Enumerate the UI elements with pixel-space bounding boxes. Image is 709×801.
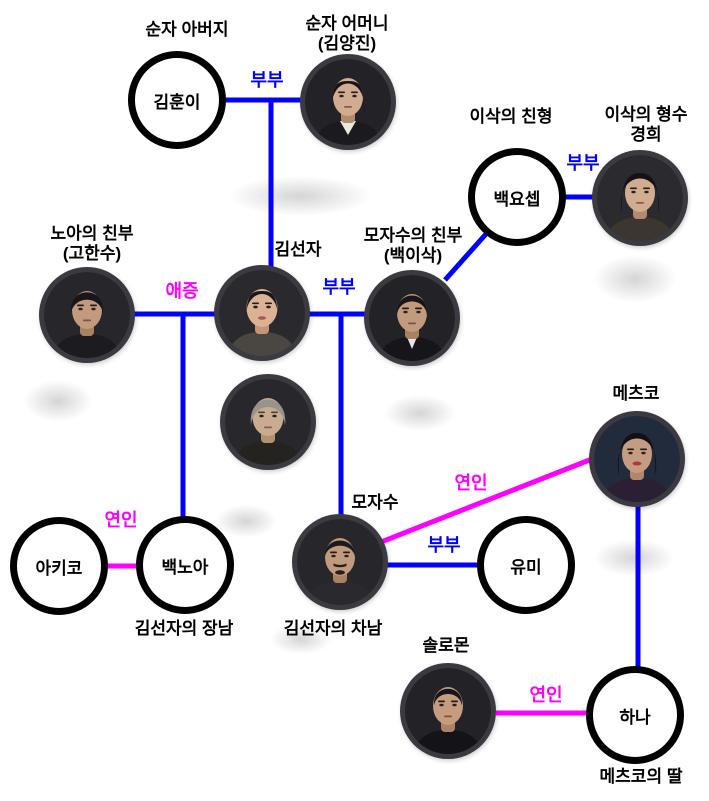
- node-sunja-old: [220, 374, 316, 470]
- caption-sunja-father: 순자 아버지: [145, 20, 229, 39]
- caption-kim-sunja: 김선자: [274, 240, 322, 259]
- caption-isak-brother: 이삭의 친형: [469, 107, 553, 126]
- node-name: 하나: [619, 707, 651, 727]
- node-baek-isak: [364, 270, 460, 366]
- caption-etsuko: 메츠코: [612, 384, 660, 403]
- node-name: 백요셉: [493, 189, 541, 209]
- node-kim-sunja: [214, 265, 310, 361]
- node-solomon: [400, 663, 496, 759]
- node-name: 김훈이: [153, 92, 201, 112]
- node-etsuko: [589, 411, 685, 507]
- kyunghee-portrait: [597, 155, 683, 241]
- node-name: 아키코: [35, 558, 83, 578]
- solomon-portrait: [405, 668, 491, 754]
- label-couple-mozasu: 부부: [427, 535, 461, 555]
- sunja-old-portrait: [225, 379, 311, 465]
- caption-kyunghee: 이삭의 형수 경희: [604, 105, 688, 144]
- isak-portrait: [369, 275, 455, 361]
- label-couple-hoonie: 부부: [250, 70, 284, 90]
- caption-sunja-first-son: 김선자의 장남: [134, 619, 234, 638]
- node-kim-hoonie: 김훈이: [128, 51, 226, 149]
- node-name: 백노아: [161, 557, 209, 577]
- node-name: 유미: [510, 557, 542, 577]
- mozasu-portrait: [297, 519, 383, 605]
- label-lovers-hana: 연인: [529, 685, 563, 705]
- label-lovers-akiko: 연인: [104, 510, 138, 530]
- label-love-hate: 애증: [165, 281, 199, 301]
- edge-mozasu-etsuko: [380, 456, 593, 545]
- node-kim-yangjin: [300, 54, 396, 150]
- node-akiko: 아키코: [10, 517, 108, 615]
- node-baek-noa: 백노아: [136, 516, 234, 614]
- yangjin-portrait: [305, 59, 391, 145]
- label-couple-sunja: 부부: [322, 277, 356, 297]
- node-baek-yoseb: 백요셉: [468, 148, 566, 246]
- hansu-portrait: [44, 272, 130, 358]
- node-kyunghee: [592, 150, 688, 246]
- node-hana: 하나: [586, 666, 684, 764]
- label-lovers-etsuko: 연인: [454, 473, 488, 493]
- caption-noa-father: 노아의 친부 (고한수): [50, 224, 134, 263]
- label-couple-yoseb: 부부: [566, 153, 600, 173]
- caption-etsuko-daughter: 메츠코의 딸: [599, 767, 683, 786]
- caption-sunja-second-son: 김선자의 차남: [283, 619, 383, 638]
- caption-mozasu: 모자수: [351, 493, 399, 512]
- caption-solomon: 솔로몬: [422, 636, 470, 655]
- edge-isak-yoseb: [443, 232, 488, 282]
- node-ko-hansu: [39, 267, 135, 363]
- node-yumi: 유미: [477, 516, 575, 614]
- sunja-young-portrait: [219, 270, 305, 356]
- caption-mozasu-father: 모자수의 친부 (백이삭): [363, 226, 463, 265]
- caption-sunja-mother: 순자 어머니 (김양진): [305, 14, 389, 53]
- etsuko-portrait: [594, 416, 680, 502]
- node-mozasu: [292, 514, 388, 610]
